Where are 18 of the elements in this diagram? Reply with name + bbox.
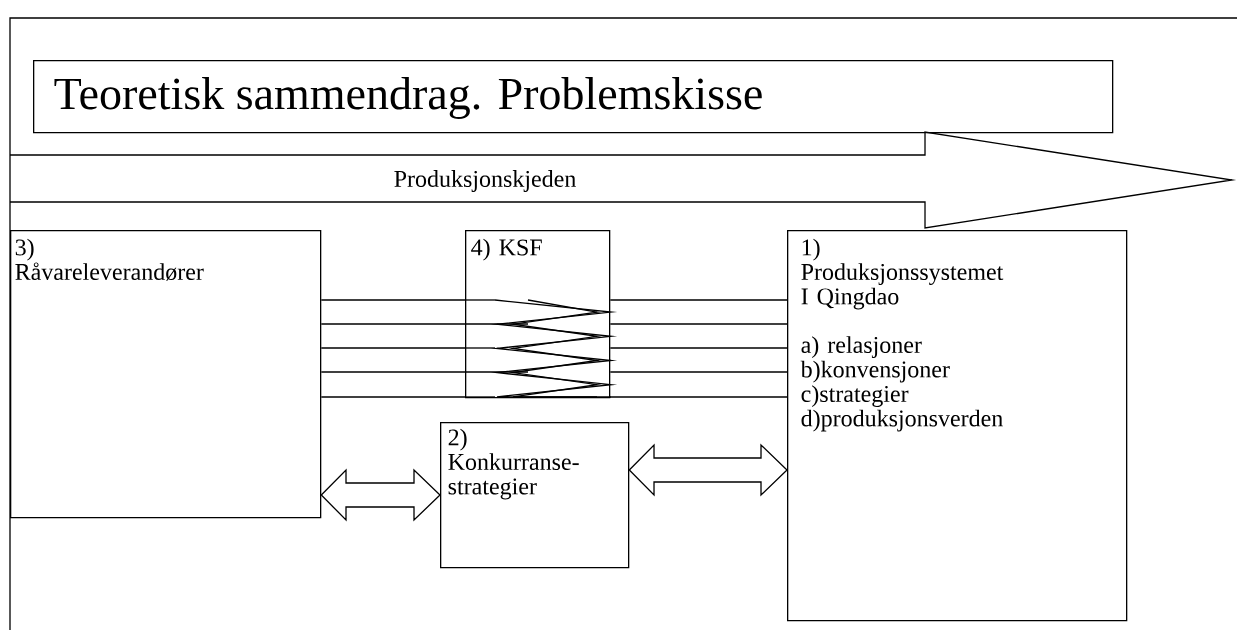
connector-line xyxy=(609,396,788,398)
pointed-band: Produksjonskjeden xyxy=(9,131,1237,229)
process-box: 2) Konkurranse-strategier xyxy=(440,422,630,569)
double-arrow xyxy=(320,468,441,522)
process-box: 1) Produksjonssystemet I Qingdao a) relasjoner b)konvensjoner c)strategier d)produksjonsverden xyxy=(787,230,1128,622)
connector-line xyxy=(609,323,788,325)
connector-line xyxy=(320,299,466,301)
process-box: 4) KSF xyxy=(465,230,611,399)
double-arrow xyxy=(628,443,788,497)
connector-line xyxy=(609,371,788,373)
connector-line xyxy=(320,347,466,349)
connector-line xyxy=(609,299,788,301)
connector-line xyxy=(320,323,466,325)
title-box: Teoretisk sammendrag. Problemskisse xyxy=(33,60,1114,134)
process-box: 3) Råvareleverandører xyxy=(10,230,322,519)
connector-line xyxy=(320,371,466,373)
connector-line xyxy=(320,396,466,398)
connector-line xyxy=(609,347,788,349)
